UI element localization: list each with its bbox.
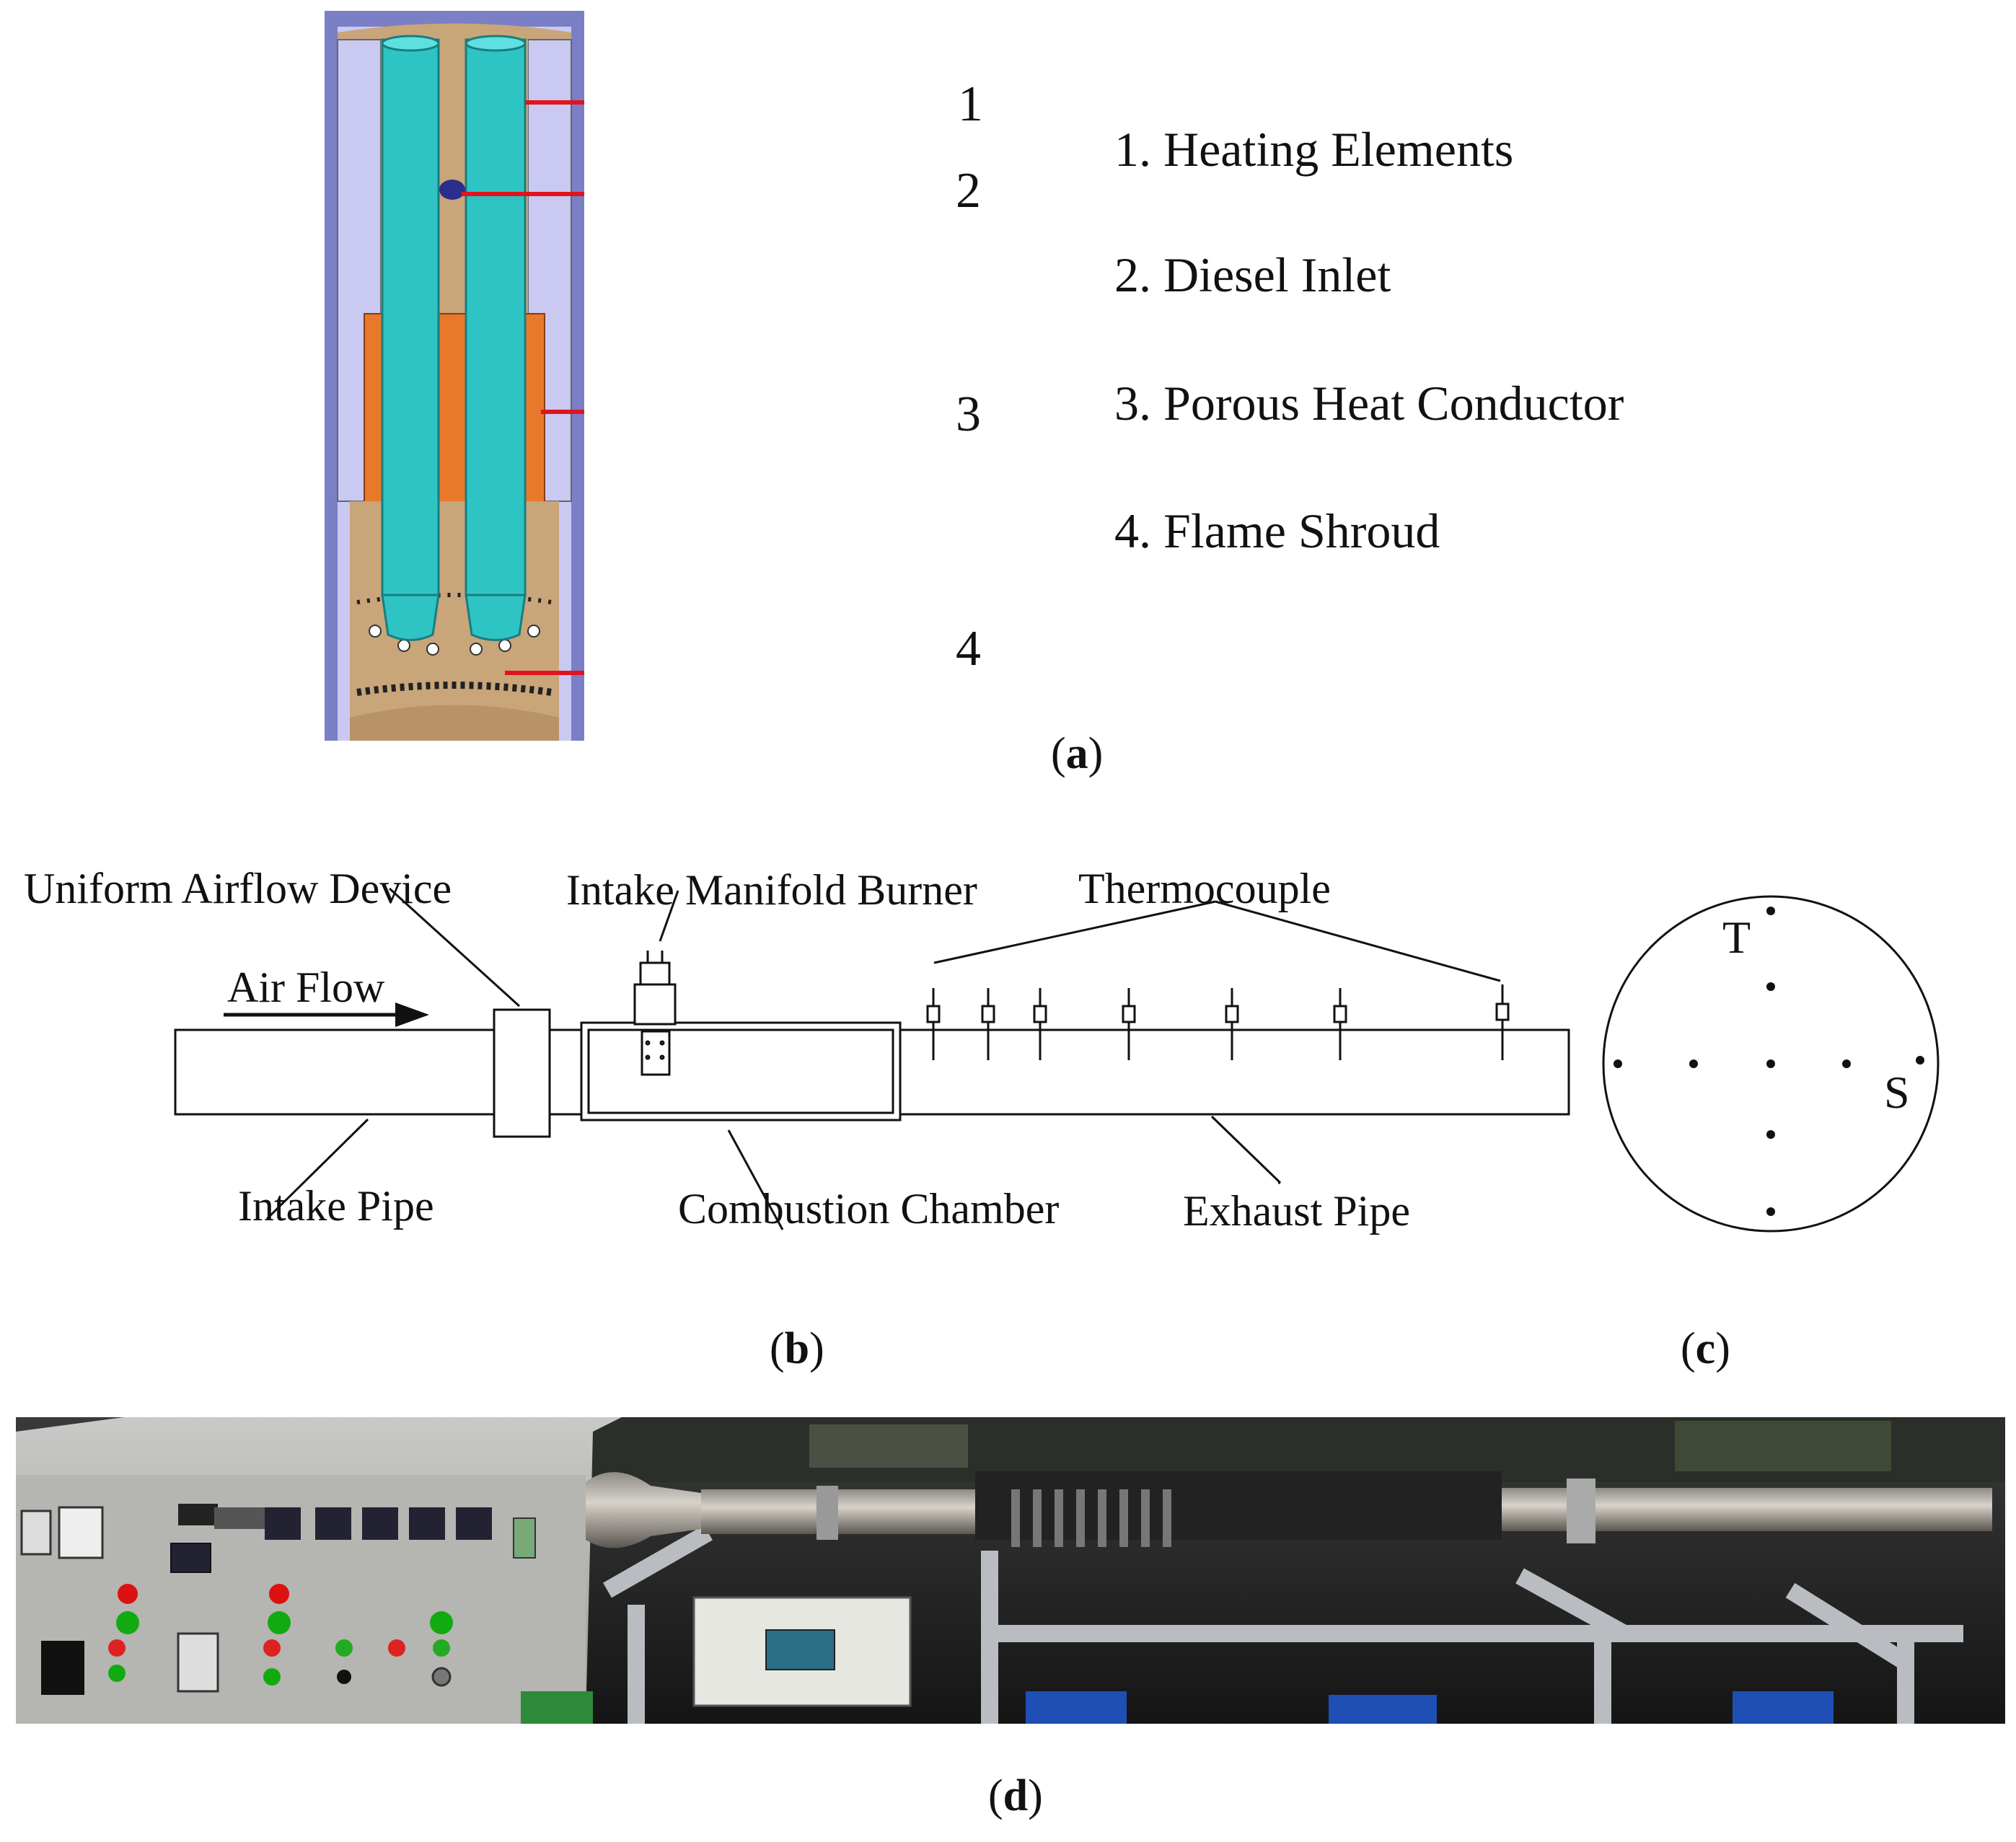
label-uniform-airflow-device: Uniform Airflow Device [24,865,452,912]
intake-pipe-body [174,1028,496,1116]
legend-porous-heat-conductor: 3. Porous Heat Conductor [1114,376,1624,431]
control-panel-meters [20,1504,536,1573]
label-combustion-chamber: Combustion Chamber [678,1185,1060,1233]
callout-number-1: 1 [958,76,983,132]
legend-heating-elements: 1. Heating Elements [1114,122,1514,177]
label-point-s: S [1884,1067,1910,1118]
label-intake-pipe: Intake Pipe [238,1182,434,1230]
combustion-chamber-body [580,1021,902,1121]
callout-lines [462,100,584,675]
panel-label-d: (d) [988,1771,1043,1820]
panel-label-a: (a) [1051,729,1104,778]
callout-number-4: 4 [956,621,981,677]
measurement-points [1614,907,1924,1216]
test-bench-photo [16,1417,2005,1724]
label-air-flow: Air Flow [227,964,385,1011]
data-logger [692,1596,912,1707]
legend-diesel-inlet: 2. Diesel Inlet [1114,247,1391,302]
intake-manifold-burner-symbol [633,951,677,1076]
thermocouple-probes [926,984,1510,1060]
label-point-t: T [1722,912,1751,963]
control-panel-buttons [41,1584,453,1695]
burner-cutaway-drawing [325,11,584,741]
uniform-airflow-device-box [493,1008,551,1138]
callout-number-3: 3 [956,387,981,442]
thermocouple-cross-section [1602,895,1940,1233]
heating-element-left [381,35,440,641]
label-exhaust-pipe: Exhaust Pipe [1183,1187,1410,1235]
panel-label-c: (c) [1681,1324,1730,1373]
heating-element-right [465,35,527,641]
air-flow-arrow [224,1002,429,1027]
callout-number-2: 2 [956,163,981,219]
panel-label-b: (b) [770,1324,824,1373]
support-frame [603,1525,1963,1724]
label-intake-manifold-burner: Intake Manifold Burner [566,866,977,914]
test-rig-schematic [174,887,1570,1230]
floor-bins [521,1691,1834,1724]
label-thermocouple: Thermocouple [1078,865,1331,912]
exhaust-pipe-body [899,1028,1570,1116]
pipe-assembly [586,1471,1992,1548]
legend-flame-shroud: 4. Flame Shroud [1114,503,1440,558]
diesel-inlet-port [439,180,465,200]
